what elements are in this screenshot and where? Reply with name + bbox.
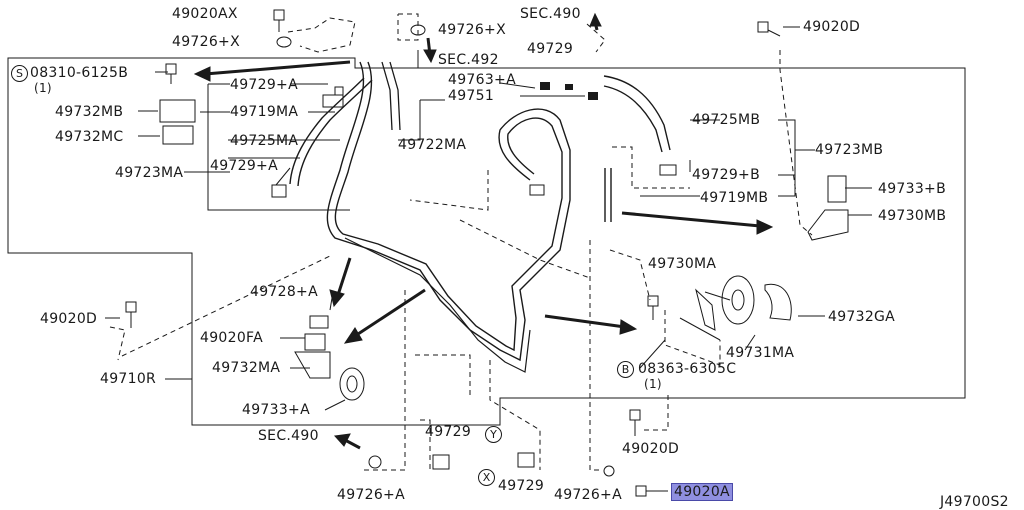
marker-b: B [617, 361, 634, 378]
label-49020ax: 49020AX [172, 6, 238, 22]
label-49725mb: 49725MB [692, 112, 761, 128]
label-49726a-left: 49726+A [337, 487, 405, 503]
assembly-outline [7, 50, 966, 426]
label-sec492: SEC.492 [438, 52, 499, 68]
label-49728a: 49728+A [250, 284, 318, 300]
label-08363-6305c: 08363-6305C [638, 361, 737, 377]
label-49732mb: 49732MB [55, 104, 124, 120]
label-49719ma: 49719MA [230, 104, 299, 120]
label-49725ma: 49725MA [230, 133, 299, 149]
label-08310-qty: (1) [34, 81, 52, 95]
label-sec490-top: SEC.490 [520, 6, 581, 22]
marker-x: X [478, 469, 495, 486]
label-49719mb: 49719MB [700, 190, 769, 206]
label-49729-x: 49729 [498, 478, 545, 494]
label-49732ga: 49732GA [828, 309, 896, 325]
label-49726x-right: 49726+X [438, 22, 506, 38]
label-49730mb: 49730MB [878, 208, 947, 224]
label-49732ma: 49732MA [212, 360, 281, 376]
label-49763a: 49763+A [448, 72, 516, 88]
label-49722ma: 49722MA [398, 137, 467, 153]
label-08363-qty: (1) [644, 377, 662, 391]
label-sec490-bottom: SEC.490 [258, 428, 319, 444]
label-49020a-highlighted[interactable]: 49020A [671, 483, 733, 501]
label-49732mc: 49732MC [55, 129, 124, 145]
label-49020d-mid: 49020D [622, 441, 680, 457]
label-49020d-left: 49020D [40, 311, 98, 327]
label-49730ma: 49730MA [648, 256, 717, 272]
label-08310-6125b: 08310-6125B [30, 65, 129, 81]
label-49729-top: 49729 [527, 41, 574, 57]
label-49751: 49751 [448, 88, 495, 104]
label-49729-y: 49729 [425, 424, 472, 440]
label-49729b: 49729+B [692, 167, 760, 183]
label-49733b: 49733+B [878, 181, 946, 197]
label-49726a-mid: 49726+A [554, 487, 622, 503]
label-49731ma: 49731MA [726, 345, 795, 361]
marker-s: S [11, 65, 28, 82]
label-49729a-1: 49729+A [230, 77, 298, 93]
label-49723ma: 49723MA [115, 165, 184, 181]
label-49020fa: 49020FA [200, 330, 263, 346]
label-49726x-left: 49726+X [172, 34, 240, 50]
label-49729a-2: 49729+A [210, 158, 278, 174]
label-49710r: 49710R [100, 371, 157, 387]
diagram-code: J49700S2 [940, 494, 1009, 510]
label-49020d-top: 49020D [803, 19, 861, 35]
label-49723mb: 49723MB [815, 142, 884, 158]
marker-y: Y [485, 426, 502, 443]
label-49733a: 49733+A [242, 402, 310, 418]
